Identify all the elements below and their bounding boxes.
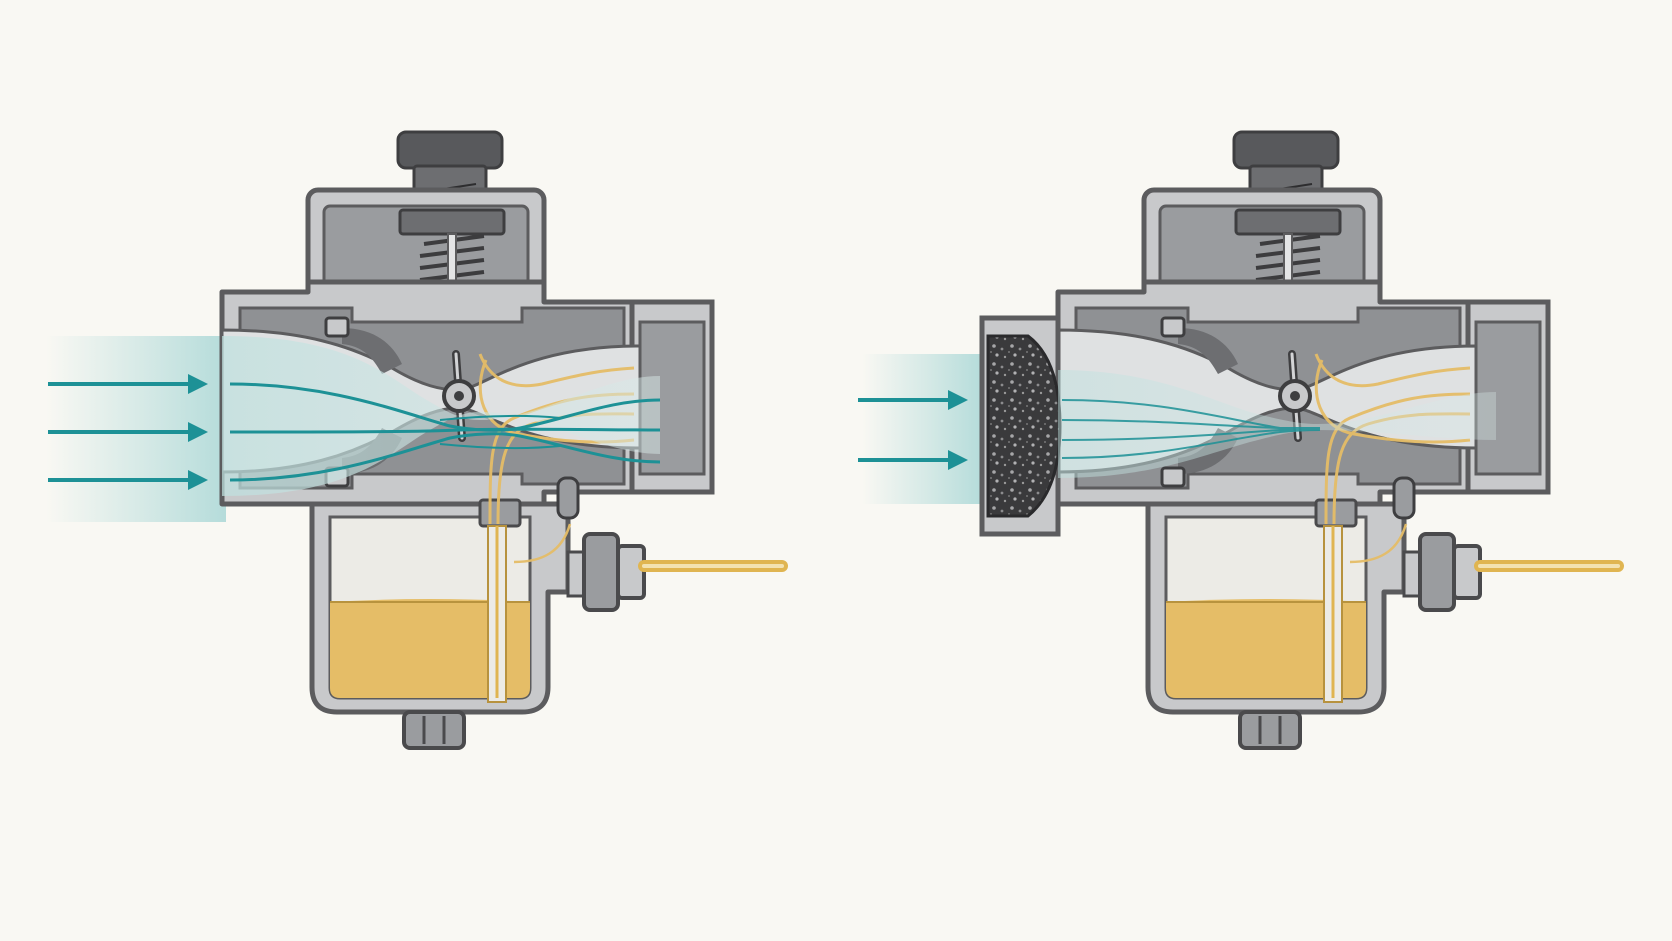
airflow-glow <box>862 354 982 504</box>
panel-restricted-airflow <box>858 132 1618 748</box>
clogged-filter-icon <box>979 315 1062 537</box>
airflow-streamlines <box>1061 399 1321 459</box>
arrow-right-icon <box>858 390 968 470</box>
panel-unrestricted-airflow <box>46 132 782 748</box>
airflow-glow <box>46 336 226 522</box>
airflow-streamlines <box>229 382 661 482</box>
arrow-right-icon <box>48 374 208 490</box>
